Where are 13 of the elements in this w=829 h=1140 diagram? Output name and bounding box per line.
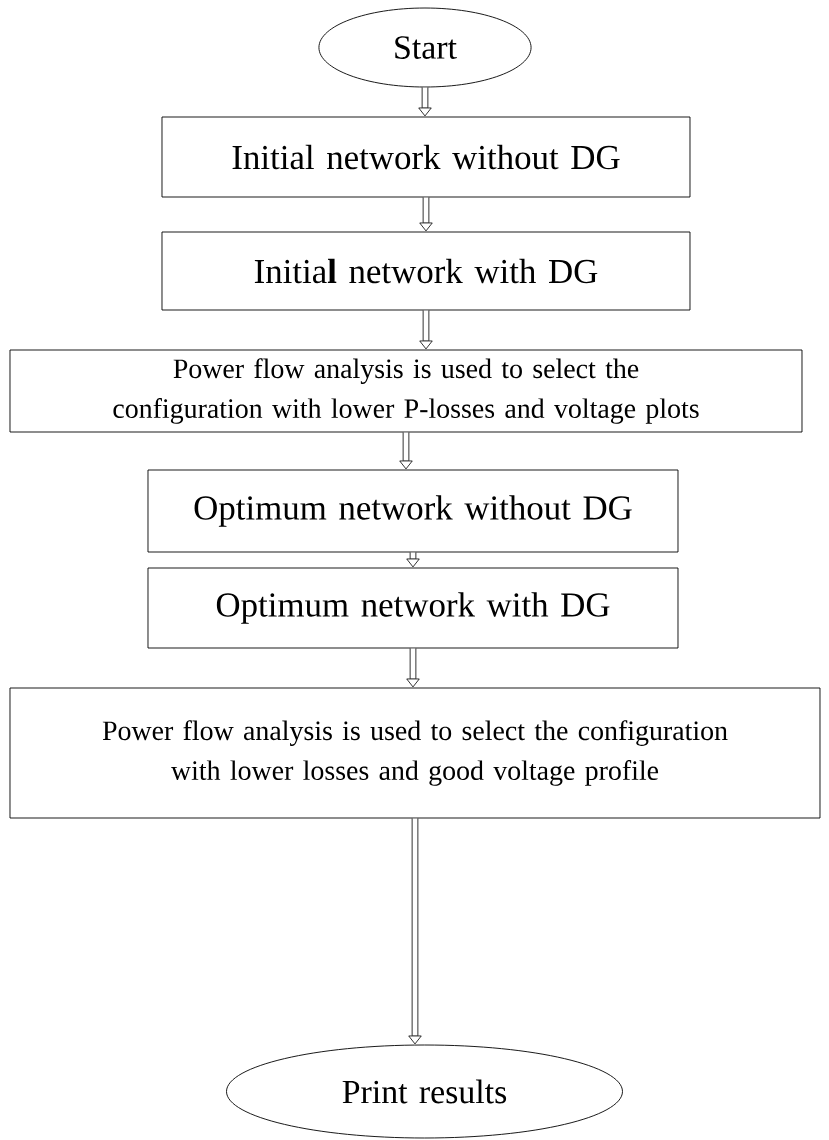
hollow-arrow <box>408 818 422 1045</box>
process-box: Power flow analysis is used to select the configuration with lower losses and good voltage profile <box>9 687 821 819</box>
hollow-arrow <box>419 310 433 350</box>
hollow-arrow <box>399 432 413 470</box>
process-box: Power flow analysis is used to select the configuration with lower P-losses and voltage plots <box>9 349 803 433</box>
hollow-arrow <box>406 552 420 568</box>
process-box: Optimum network without DG <box>147 469 679 553</box>
hollow-arrow <box>406 648 420 688</box>
process-box: Initial network without DG <box>161 116 691 198</box>
hollow-arrow <box>418 87 432 117</box>
process-box: Initial network with DG <box>161 231 691 311</box>
hollow-arrow <box>419 197 433 232</box>
process-box: Optimum network with DG <box>147 567 679 649</box>
